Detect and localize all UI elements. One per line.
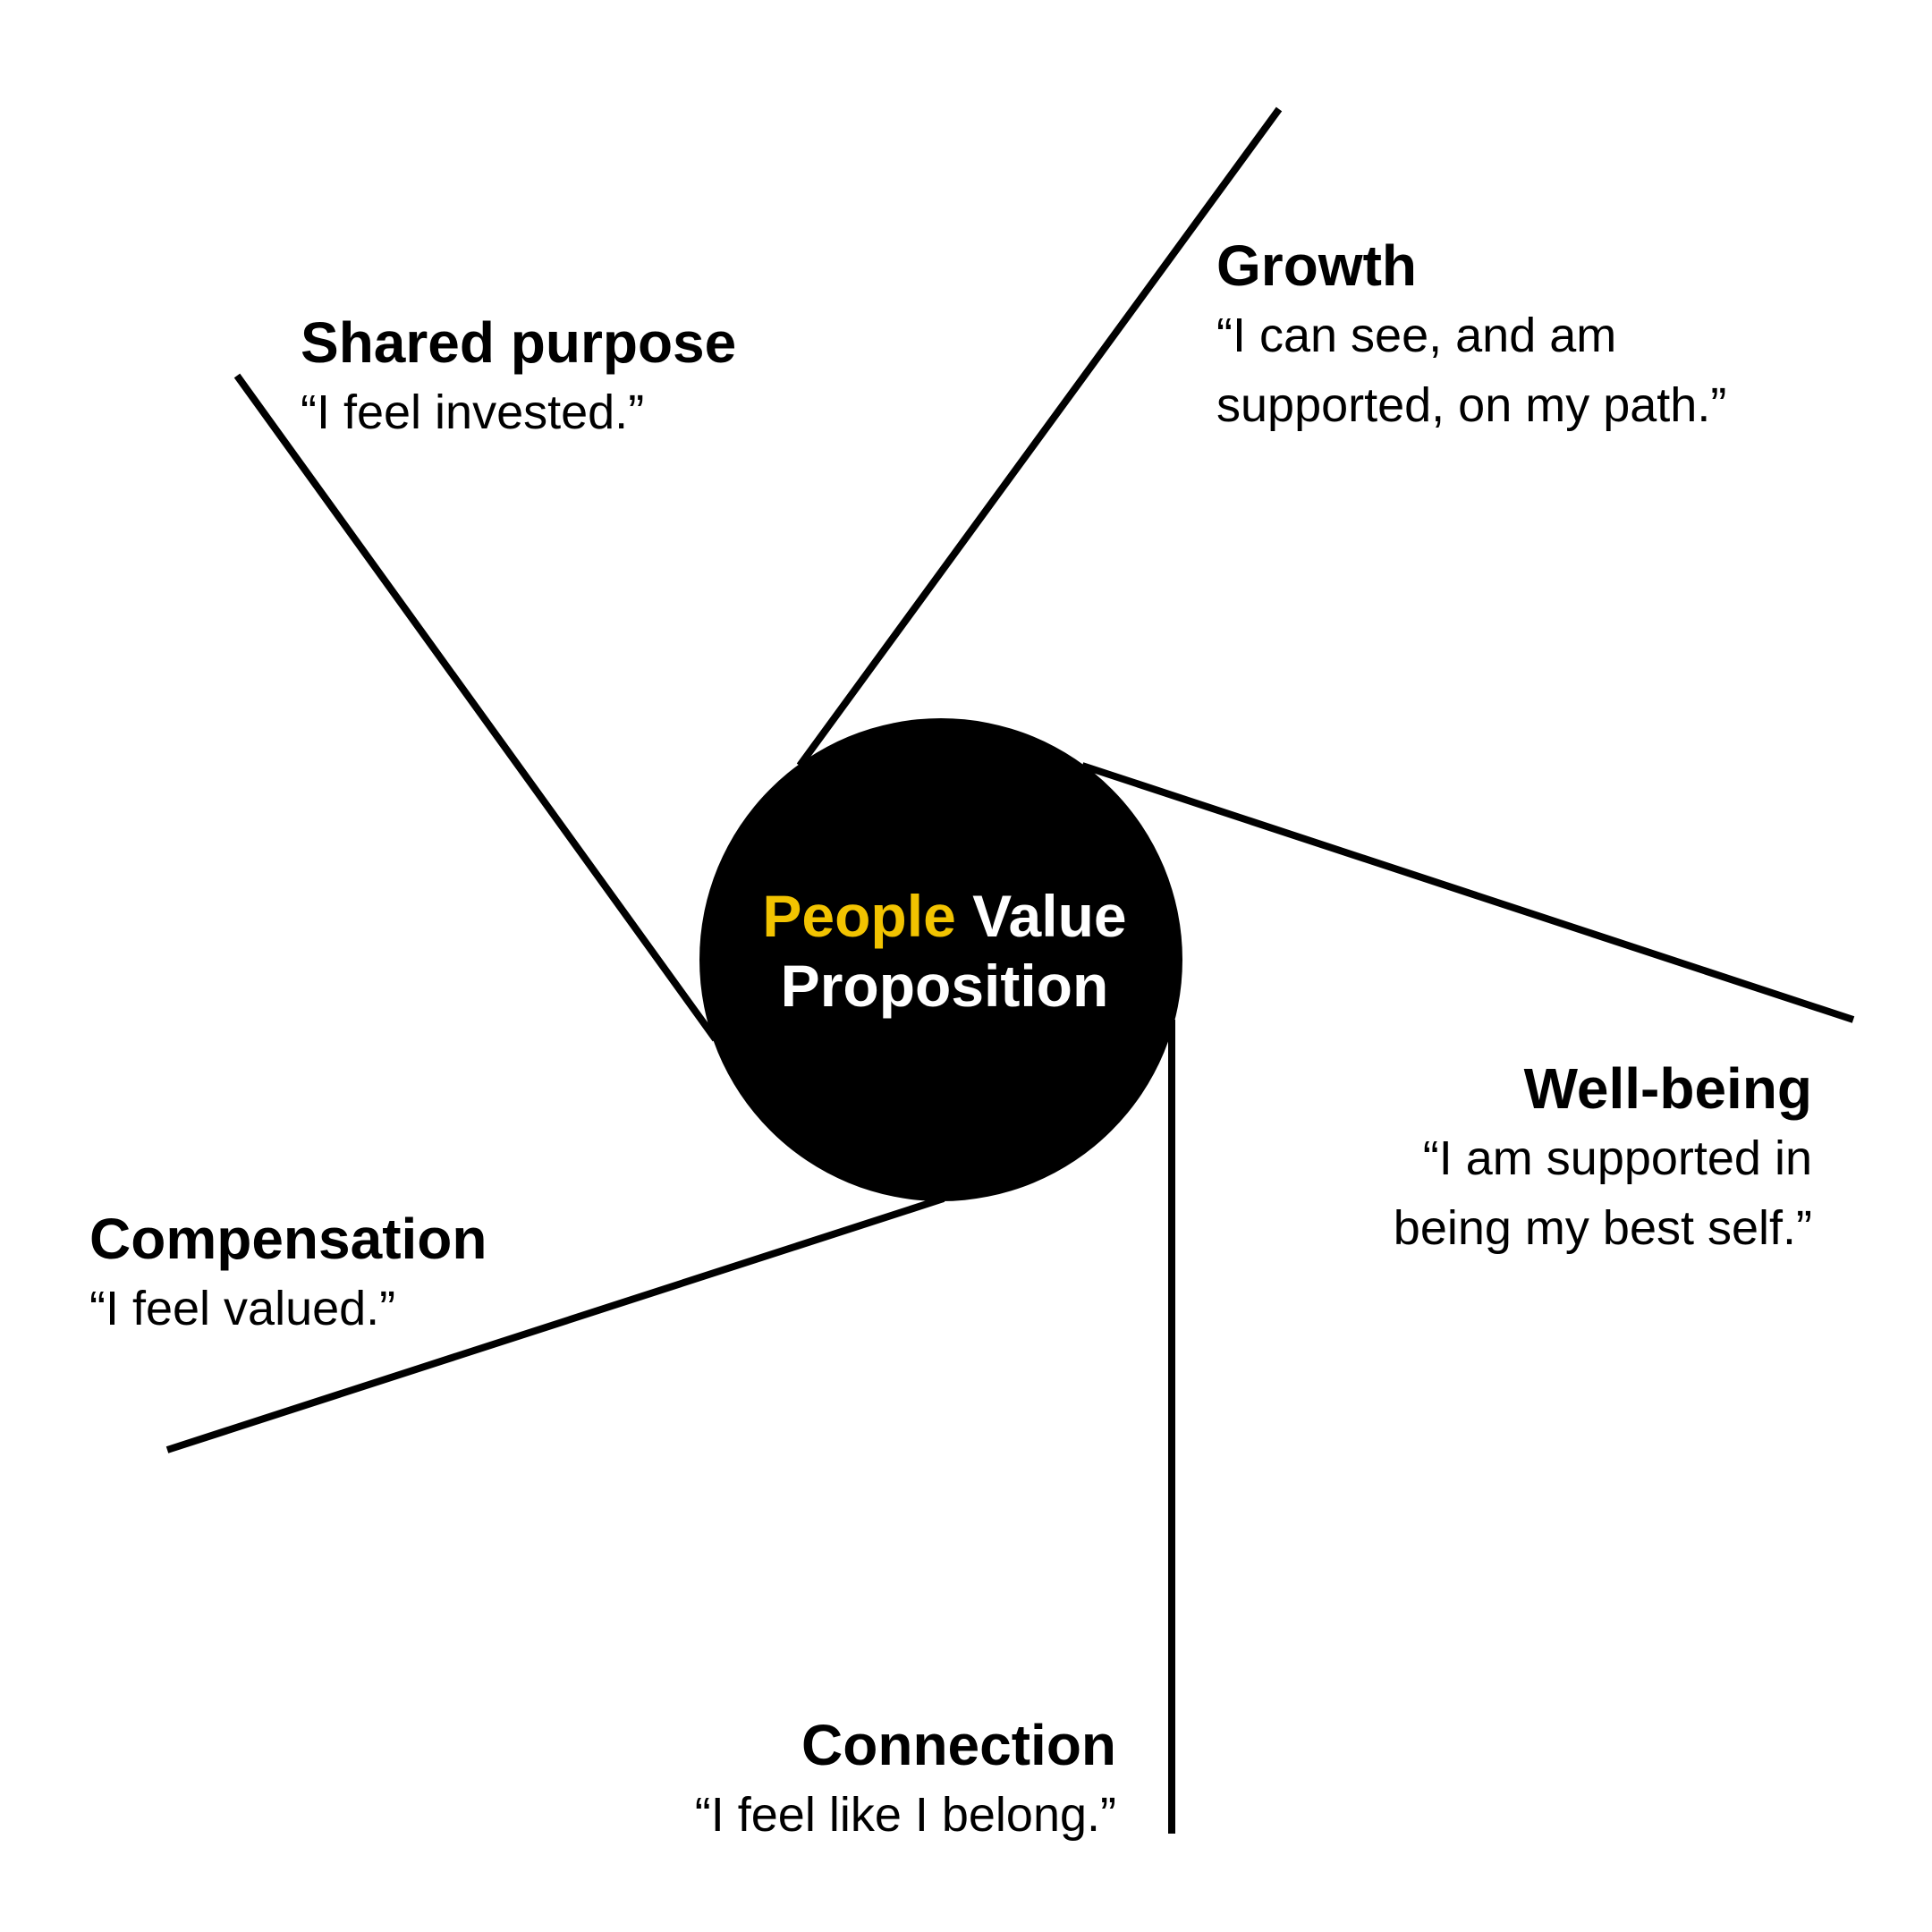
pillar-title: Growth [1216,233,1417,298]
pillar-title: Well-being [1523,1056,1812,1121]
pillar-quote-line-2: being my best self.” [1393,1201,1812,1255]
pillar-title: Compensation [89,1207,487,1271]
spoke-line-growth [796,106,1283,768]
center-circle [699,718,1182,1201]
pillar-quote: “I feel valued.” [89,1282,396,1335]
center-title-word-value: Value [972,883,1127,949]
center-title-line1: People Value [691,881,1199,951]
spoke-line-well-being [1080,762,1855,1023]
pillar-title: Shared purpose [301,310,737,375]
pillar-quote: “I feel like I belong.” [694,1788,1116,1842]
pillar-title: Connection [801,1713,1116,1777]
center-highlight-word: People [762,883,956,949]
pillar-compensation: Compensation “I feel valued.” [89,1204,487,1343]
pillar-quote-line-1: “I can see, and am [1216,309,1617,362]
spoke-line-shared-purpose [233,373,719,1042]
pillar-quote-line-1: “I am supported in [1422,1131,1812,1185]
pillar-shared-purpose: Shared purpose “I feel invested.” [301,308,736,447]
center-title: People Value Proposition [691,881,1199,1021]
pillar-well-being: Well-being “I am supported in being my b… [1394,1054,1812,1263]
center-title-line2: Proposition [780,953,1109,1019]
pillar-growth: Growth “I can see, and am supported, on … [1216,231,1726,440]
pillar-connection: Connection “I feel like I belong.” [695,1710,1116,1850]
pillar-quote: “I feel invested.” [301,386,645,439]
spoke-line-compensation [165,1195,945,1453]
pillar-quote-line-2: supported, on my path.” [1216,378,1727,432]
